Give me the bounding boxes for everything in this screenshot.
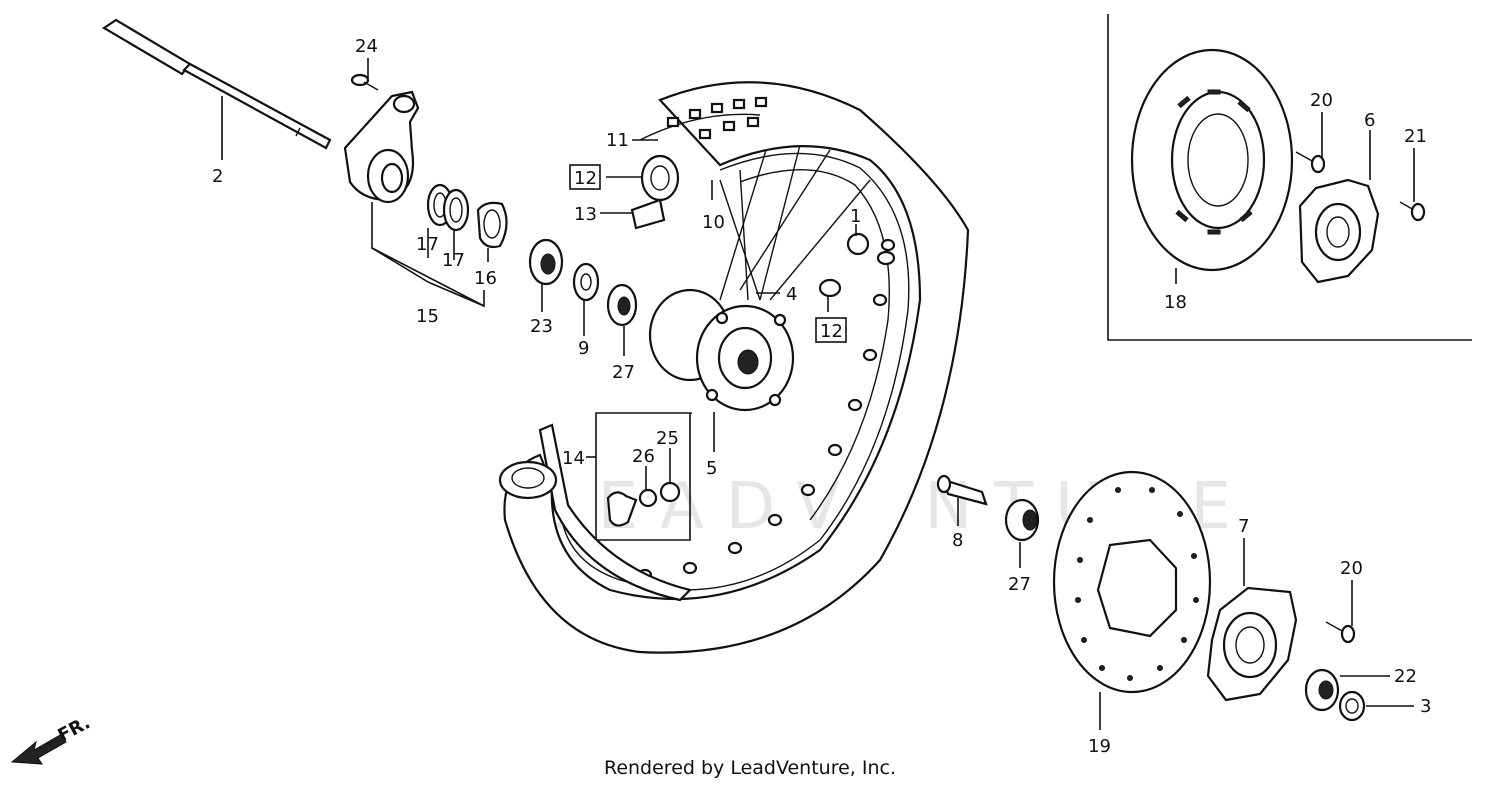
spokes bbox=[719, 144, 871, 301]
label-16: 16 bbox=[474, 268, 497, 289]
part-labels: 2 24 17 17 16 15 23 9 27 11 12 13 10 1 4… bbox=[212, 36, 1431, 757]
brake-disc-19 bbox=[1052, 470, 1212, 694]
label-27a: 27 bbox=[612, 362, 635, 383]
leader-lines bbox=[221, 58, 1415, 730]
label-25: 25 bbox=[656, 428, 679, 449]
bolt-21 bbox=[1399, 201, 1426, 222]
label-7: 7 bbox=[1238, 516, 1249, 537]
dust-seals bbox=[426, 183, 470, 232]
label-15: 15 bbox=[416, 306, 439, 327]
speedometer-gearbox bbox=[343, 90, 420, 204]
spoke-nipples bbox=[818, 232, 896, 298]
distance-collar-9 bbox=[572, 262, 600, 302]
disc-19-holes bbox=[1075, 487, 1199, 681]
hub bbox=[648, 288, 795, 412]
inset-frame bbox=[1107, 14, 1472, 341]
label-17b: 17 bbox=[442, 250, 465, 271]
label-24: 24 bbox=[355, 36, 378, 57]
nut-22 bbox=[1304, 668, 1340, 712]
spacer-8 bbox=[936, 474, 988, 506]
bearing-27-right bbox=[1004, 498, 1040, 542]
tire-tread bbox=[666, 96, 768, 140]
label-1: 1 bbox=[850, 206, 861, 227]
render-credit: Rendered by LeadVenture, Inc. bbox=[603, 757, 897, 779]
label-22: 22 bbox=[1394, 666, 1417, 687]
label-23: 23 bbox=[530, 316, 553, 337]
bolt-20-bottom bbox=[1325, 621, 1356, 644]
label-box-12a bbox=[569, 164, 601, 190]
tube-valve-11 bbox=[640, 154, 680, 202]
rim-strip-14 bbox=[498, 423, 693, 602]
label-6: 6 bbox=[1364, 110, 1375, 131]
label-12b: 12 bbox=[820, 321, 843, 342]
axle bbox=[101, 18, 332, 150]
bearing-27-left bbox=[606, 283, 638, 327]
bolt-20-top bbox=[1295, 151, 1326, 174]
label-10: 10 bbox=[702, 212, 725, 233]
label-9: 9 bbox=[578, 338, 589, 359]
label-11: 11 bbox=[606, 130, 629, 151]
collar-3 bbox=[1338, 690, 1366, 722]
label-17a: 17 bbox=[416, 234, 439, 255]
label-19: 19 bbox=[1088, 736, 1111, 757]
label-26: 26 bbox=[632, 446, 655, 467]
screw-24 bbox=[350, 73, 379, 91]
retainer-16 bbox=[476, 201, 508, 249]
label-12a: 12 bbox=[574, 168, 597, 189]
label-2: 2 bbox=[212, 166, 223, 187]
label-5: 5 bbox=[706, 458, 717, 479]
disc-hub-6 bbox=[1298, 178, 1380, 284]
label-4: 4 bbox=[786, 284, 797, 305]
disc-18-slots bbox=[1175, 89, 1253, 235]
label-27b: 27 bbox=[1008, 574, 1031, 595]
label-20a: 20 bbox=[1310, 90, 1333, 111]
label-20b: 20 bbox=[1340, 558, 1363, 579]
bearing-23 bbox=[528, 238, 564, 286]
label-8: 8 bbox=[952, 530, 963, 551]
label-18: 18 bbox=[1164, 292, 1187, 313]
brake-disc-18 bbox=[1130, 48, 1294, 272]
valve-group-box bbox=[595, 412, 692, 541]
front-wheel bbox=[503, 81, 970, 654]
rim-band-13 bbox=[630, 198, 666, 230]
disc-hub-7 bbox=[1206, 586, 1298, 702]
label-14: 14 bbox=[562, 448, 585, 469]
label-21: 21 bbox=[1404, 126, 1427, 147]
label-13: 13 bbox=[574, 204, 597, 225]
front-arrow-icon bbox=[10, 733, 67, 765]
label-box-12b bbox=[815, 317, 847, 343]
label-3: 3 bbox=[1420, 696, 1431, 717]
